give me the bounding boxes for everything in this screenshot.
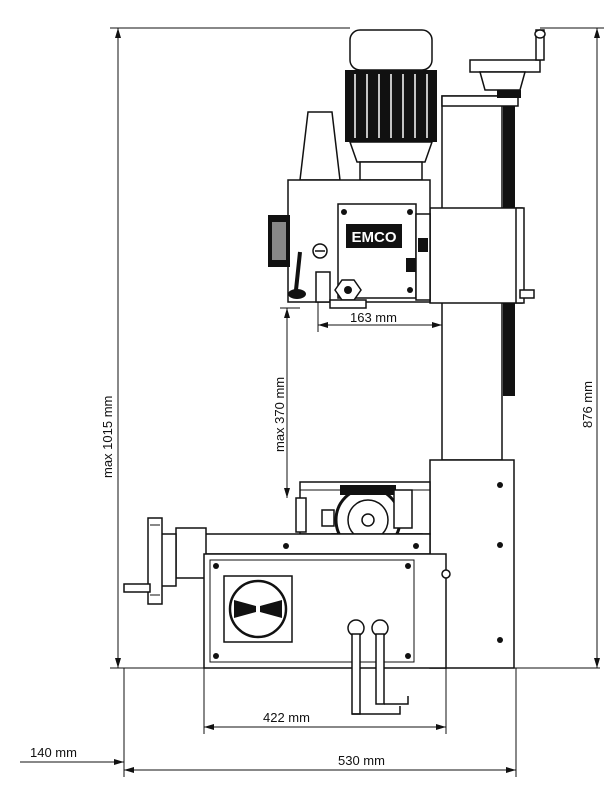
head-slide <box>429 207 535 304</box>
base-cabinet <box>203 553 451 715</box>
emco-plate: EMCO <box>352 229 397 246</box>
dim-max-1015: max 1015 mm <box>100 396 115 478</box>
milling-head: EMCO <box>268 111 431 309</box>
table-feed <box>123 517 431 605</box>
dimension-lines <box>20 27 604 777</box>
top-handwheel <box>469 29 546 98</box>
motor <box>345 29 437 181</box>
dim-max-370: max 370 mm <box>272 377 287 452</box>
dim-163: 163 mm <box>350 310 397 325</box>
dim-876: 876 mm <box>580 381 595 428</box>
dim-422: 422 mm <box>263 710 310 725</box>
dim-530: 530 mm <box>338 753 385 768</box>
dim-140: 140 mm <box>30 745 77 760</box>
